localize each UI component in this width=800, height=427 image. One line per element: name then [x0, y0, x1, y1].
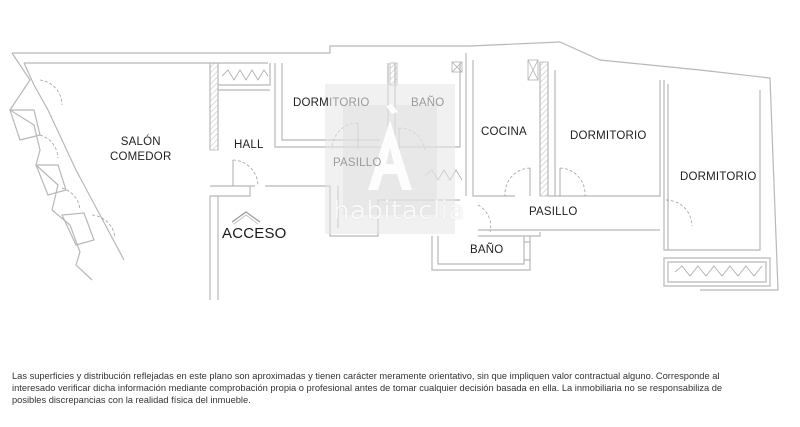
- floor-plan: [9, 41, 779, 300]
- room-label-cocina: COCINA: [481, 126, 527, 138]
- room-label-salon-comedor: SALÓN COMEDOR: [110, 135, 171, 165]
- room-label-dormitorio-1: DORMITORIO: [293, 97, 370, 109]
- disclaimer-line: Las superficies y distribución reflejada…: [12, 371, 720, 381]
- room-label-pasillo-1: PASILLO: [333, 157, 382, 169]
- room-label-part: DORM: [293, 97, 329, 109]
- watermark-brand-text: habitaclia: [333, 196, 465, 226]
- watermark-logo: [325, 84, 455, 234]
- room-label-bano-2: BAÑO: [470, 244, 504, 256]
- hatched-wall: [209, 62, 219, 151]
- room-label-dormitorio-3: DORMITORIO: [680, 171, 757, 183]
- disclaimer-text: Las superficies y distribución reflejada…: [12, 371, 792, 406]
- disclaimer-line: interesado verificar dicha información m…: [12, 382, 723, 393]
- outer-wall: [12, 41, 779, 291]
- room-label-acceso: ACCESO: [222, 225, 287, 242]
- room-label-bano-1: BAÑO: [411, 97, 445, 109]
- room-label-line: COMEDOR: [110, 151, 172, 163]
- room-label-part: ITORIO: [328, 97, 370, 109]
- room-label-hall: HALL: [234, 139, 264, 151]
- room-label-pasillo-2: PASILLO: [529, 206, 578, 218]
- disclaimer-line: posibles discrepancias con la realidad f…: [12, 394, 251, 405]
- room-label-dormitorio-2: DORMITORIO: [570, 130, 647, 142]
- room-label-line: SALÓN: [120, 136, 161, 148]
- entrance-arrow-icon: [231, 211, 261, 223]
